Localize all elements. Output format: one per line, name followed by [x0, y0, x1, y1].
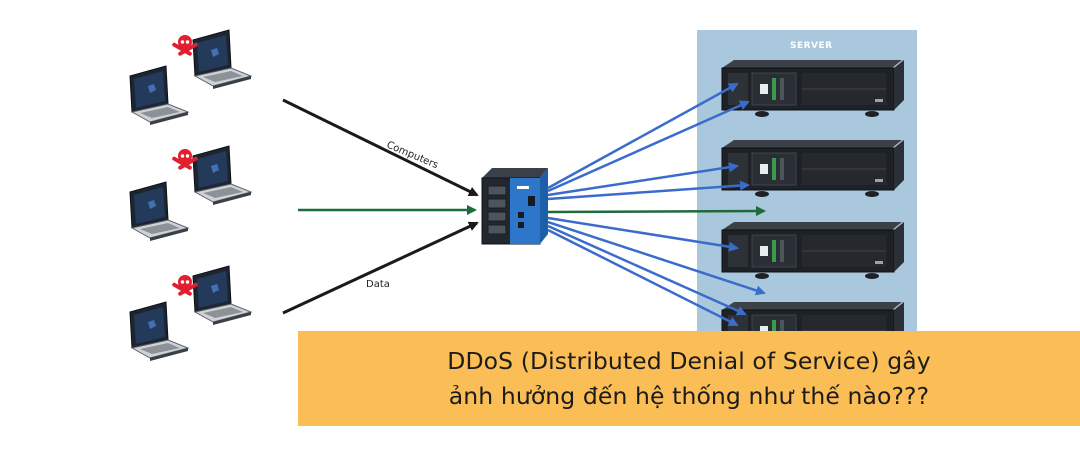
banner-line-2: ảnh hưởng đến hệ thống như thế nào??? — [448, 381, 930, 410]
laptop-icon — [129, 301, 189, 362]
laptop-icon — [192, 29, 252, 90]
laptop-icon — [192, 145, 252, 206]
server-panel-label: SERVER — [790, 41, 833, 51]
attacker-group-1 — [129, 29, 252, 126]
server-3 — [721, 221, 905, 280]
attack-arrows — [547, 82, 766, 327]
attacker-group-3 — [129, 265, 252, 362]
banner-line-1: DDoS (Distributed Denial of Service) gây — [447, 346, 931, 375]
laptop-icon — [129, 65, 189, 126]
incoming-arrow-bottom — [282, 221, 479, 315]
laptop-icon — [129, 181, 189, 242]
arrow-label-data: Data — [366, 279, 390, 290]
title-banner: DDoS (Distributed Denial of Service) gây… — [298, 331, 1080, 426]
incoming-arrow-top — [282, 98, 479, 197]
server-2 — [721, 139, 905, 198]
server-1 — [721, 59, 905, 118]
laptop-icon — [192, 265, 252, 326]
attacker-group-2 — [129, 145, 252, 242]
router-icon — [481, 168, 548, 245]
